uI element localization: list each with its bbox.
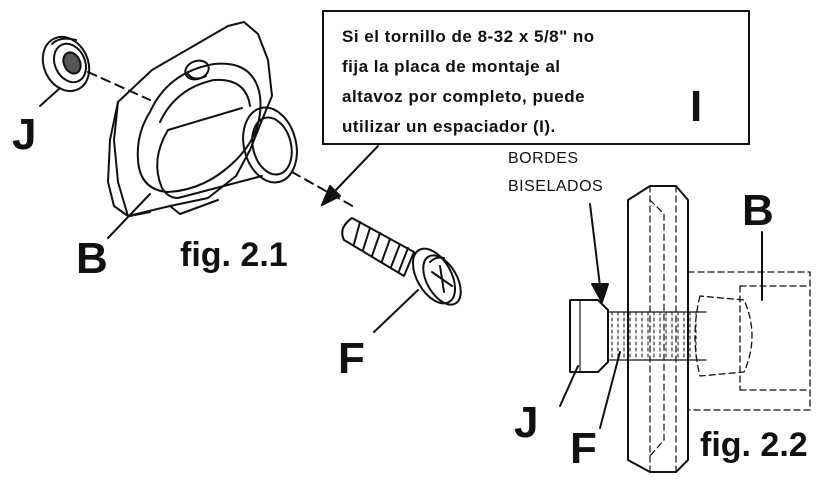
axis-line-nut bbox=[87, 71, 151, 101]
leader-j bbox=[39, 87, 61, 107]
label-b-fig21: B bbox=[76, 234, 108, 283]
label-j-fig22: J bbox=[514, 398, 539, 447]
label-f-fig22: F bbox=[570, 424, 597, 473]
callout-arrow bbox=[321, 145, 379, 206]
note-line: utilizar un espaciador (I). bbox=[342, 117, 556, 136]
spacer-note-box: Si el tornillo de 8-32 x 5/8" no fija la… bbox=[322, 10, 750, 145]
caption-fig-2-1: fig. 2.1 bbox=[180, 236, 288, 274]
leader-b bbox=[107, 193, 151, 239]
axis-line-screw bbox=[291, 171, 357, 209]
bevel-label-line2: BISELADOS bbox=[508, 178, 604, 195]
label-j-fig21: J bbox=[12, 110, 37, 159]
leader-j2 bbox=[559, 365, 579, 407]
screw-f-drawing bbox=[341, 217, 462, 306]
spacer-label-i: I bbox=[690, 82, 703, 131]
screw-f-section-drawing bbox=[607, 311, 707, 361]
label-b-fig22: B bbox=[742, 186, 774, 235]
mount-b-section-drawing bbox=[687, 271, 811, 411]
note-line: Si el tornillo de 8-32 x 5/8" no bbox=[342, 27, 595, 46]
note-line: fija la placa de montaje al bbox=[342, 57, 561, 76]
nut-j-section-drawing bbox=[569, 299, 609, 373]
leader-f2 bbox=[599, 351, 621, 429]
label-f-fig21: F bbox=[338, 334, 365, 383]
bevel-label-line1: BORDES bbox=[508, 150, 579, 167]
leader-f bbox=[373, 289, 419, 333]
caption-fig-2-2: fig. 2.2 bbox=[700, 426, 808, 464]
mount-bracket-drawing bbox=[107, 21, 298, 217]
bevel-arrow bbox=[589, 203, 609, 303]
cabinet-panel-drawing bbox=[627, 185, 689, 473]
spacer-note-text: Si el tornillo de 8-32 x 5/8" no fija la… bbox=[342, 22, 660, 142]
nut-j-drawing bbox=[41, 35, 91, 93]
note-line: altavoz por completo, puede bbox=[342, 87, 586, 106]
